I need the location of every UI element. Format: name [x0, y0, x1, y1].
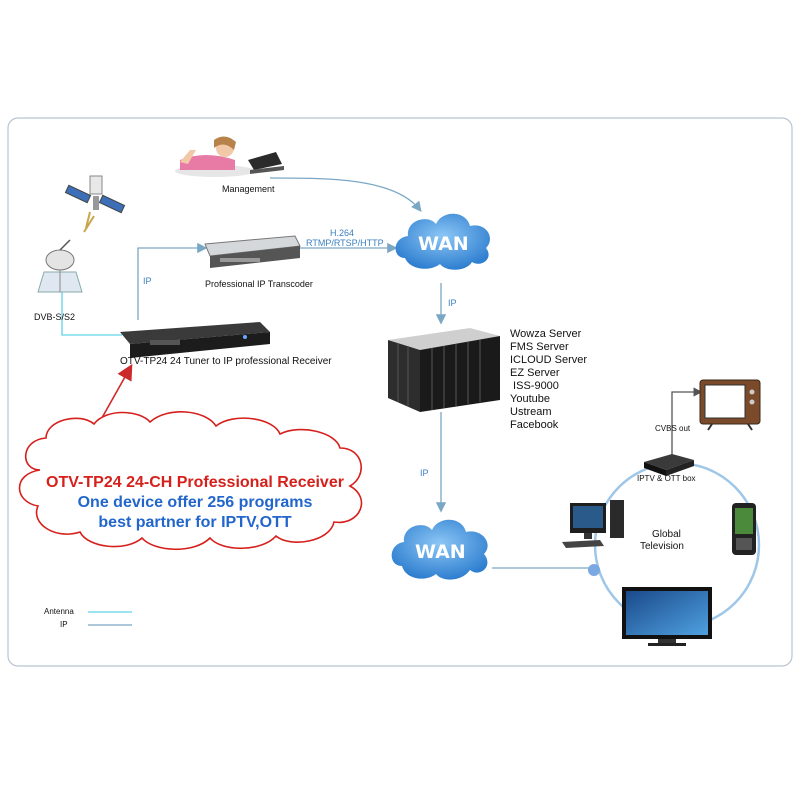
protocol-label-streams: RTMP/RTSP/HTTP: [306, 238, 384, 248]
server-item: FMS Server: [510, 341, 569, 353]
transcoder-device-icon: [204, 235, 301, 268]
ip-label-lower: IP: [420, 468, 429, 478]
wan-bottom-label: WAN: [415, 541, 466, 563]
server-item: Youtube: [510, 393, 550, 405]
satellite-icon: [64, 175, 126, 233]
legend-antenna-label: Antenna: [44, 607, 74, 616]
wan-cloud-top: [395, 213, 491, 270]
promo-cloud: [18, 411, 363, 551]
diagram-frame: [7, 117, 793, 667]
antenna-line: [61, 278, 122, 336]
promo-line-2: One device offer 256 programs: [77, 494, 313, 511]
global-label-line2: Television: [640, 541, 684, 552]
stb-label: IPTV & OTT box: [637, 474, 696, 483]
receiver-label: OTV-TP24 24 Tuner to IP professional Rec…: [120, 356, 332, 367]
promo-line-3: best partner for IPTV,OTT: [98, 514, 292, 531]
crt-tv-icon: [699, 379, 761, 431]
legend: [88, 611, 132, 626]
management-label: Management: [222, 184, 275, 194]
set-top-box-icon: [644, 454, 694, 476]
server-item: EZ Server: [510, 367, 560, 379]
management-user-icon: [175, 136, 284, 177]
server-cluster-icon: [388, 328, 500, 412]
promo-title: 24-CH Professional Receiver: [126, 474, 344, 491]
server-item: Facebook: [510, 419, 559, 431]
flat-tv-icon: [622, 587, 712, 646]
legend-ip-label: IP: [60, 620, 68, 629]
global-ring-node: [588, 564, 600, 576]
ip-label-left: IP: [143, 276, 152, 286]
mobile-phone-icon: [732, 503, 756, 555]
server-item: ICLOUD Server: [510, 354, 588, 366]
promo-line-1: OTV-TP24 24-CH Professional Receiver: [30, 474, 360, 492]
wan-cloud-bottom: [391, 519, 488, 580]
ip-line-receiver-to-transcoder: [137, 242, 208, 320]
promo-model: OTV-TP24: [46, 474, 122, 491]
ip-label-mid: IP: [448, 298, 457, 308]
desktop-pc-icon: [562, 500, 624, 548]
connection-lines: [61, 177, 703, 569]
server-item: Wowza Server: [510, 328, 582, 340]
receiver-device-icon: [120, 322, 270, 358]
cvbs-label: CVBS out: [655, 424, 691, 433]
server-list: Wowza Server FMS Server ICLOUD Server EZ…: [510, 328, 587, 432]
satellite-dish-icon: [37, 239, 83, 293]
server-item: Ustream: [510, 406, 552, 418]
protocol-label-codec: H.264: [330, 228, 355, 238]
dvb-label: DVB-S/S2: [34, 312, 76, 322]
wan-top-label: WAN: [418, 233, 469, 255]
server-item: ISS-9000: [510, 380, 559, 392]
cvbs-line: [671, 387, 703, 462]
ip-line-management-to-wan: [269, 177, 422, 213]
global-label-line1: Global: [652, 529, 681, 540]
transcoder-label: Professional IP Transcoder: [205, 279, 313, 289]
